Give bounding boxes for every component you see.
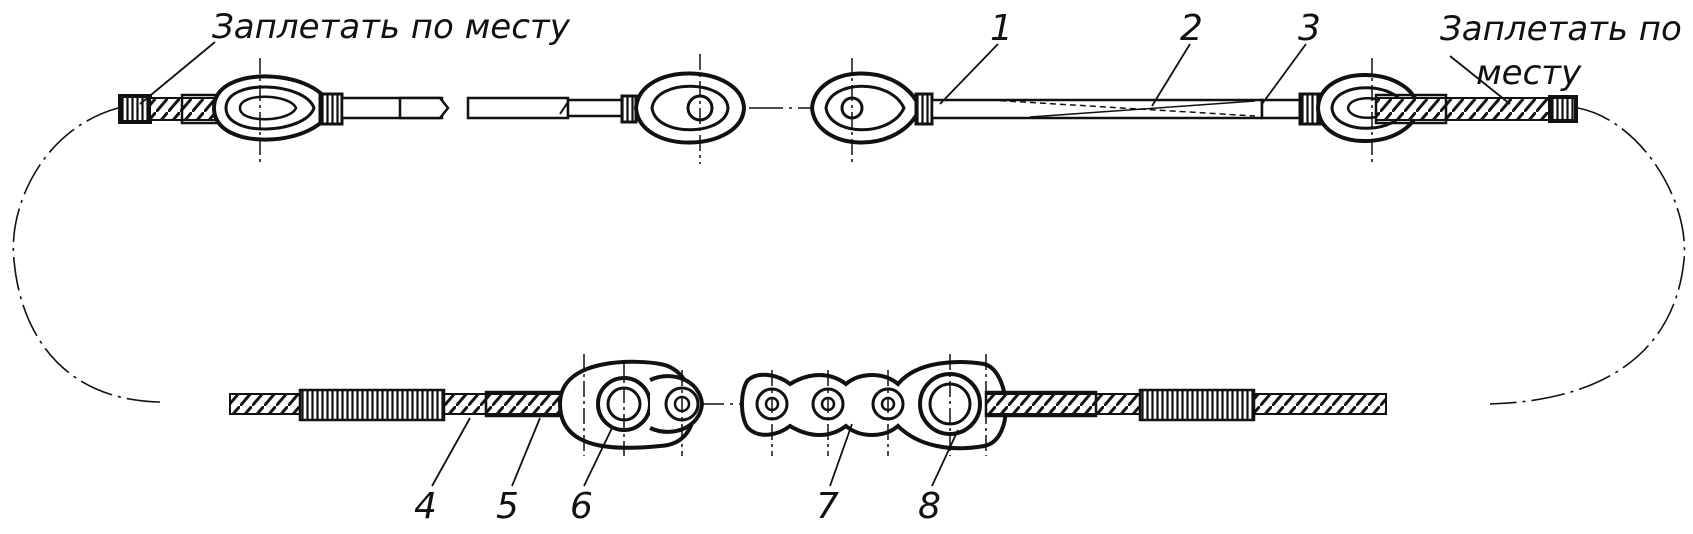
ferrule-top-left-2	[620, 94, 638, 124]
chain-link-bottom-right	[740, 360, 1008, 451]
wrap-bottom-left	[298, 388, 446, 422]
leader-caption-right	[1449, 55, 1511, 105]
part-number-4: 4	[414, 486, 437, 527]
leader-2	[1151, 43, 1191, 107]
ferrule-top-right	[914, 92, 934, 126]
caption-left: Заплетать по месту	[212, 7, 571, 47]
part-number-1: 1	[990, 8, 1013, 49]
part-number-2: 2	[1180, 8, 1203, 49]
part-number-8: 8	[918, 486, 941, 527]
leader-6	[583, 427, 613, 487]
thimble-eye-top-left	[211, 74, 333, 142]
turnbuckle-neck-top-right	[1260, 98, 1304, 120]
turnbuckle-neck-top-left	[566, 98, 626, 118]
leader-7	[829, 423, 853, 487]
wrap-bottom-right	[1138, 388, 1256, 422]
turnbuckle-end-top-left	[398, 96, 450, 120]
top-right-assembly	[809, 71, 1578, 145]
caption-right-line2: месту	[1476, 53, 1582, 93]
bottom-right-assembly	[740, 360, 1387, 451]
cable-loop	[12, 107, 1686, 405]
leader-8	[931, 429, 959, 487]
twisted-cable-top-right	[1375, 97, 1553, 121]
ferrule-top-left	[318, 92, 344, 126]
splice-sleeve-top-right	[1374, 93, 1448, 125]
bottom-left-assembly	[229, 359, 705, 450]
splice-end-right	[1548, 95, 1578, 123]
chain-link-bottom-left	[557, 359, 705, 450]
turnbuckle-body-top-right	[930, 98, 1264, 120]
part-number-5: 5	[496, 486, 519, 527]
turnbuckle-sleeve-top-left	[466, 96, 570, 120]
part-number-6: 6	[570, 486, 593, 527]
leader-1	[939, 43, 999, 105]
cable-loop-left	[12, 107, 161, 403]
leader-4	[431, 417, 471, 487]
leader-3	[1261, 43, 1307, 105]
leader-5	[511, 417, 541, 487]
caption-right-line1: Заплетать по	[1440, 9, 1682, 49]
thimble-eye-top-center-right	[809, 71, 923, 145]
center-marks	[259, 54, 1373, 456]
part-number-7: 7	[816, 486, 839, 527]
part-number-3: 3	[1298, 8, 1321, 49]
top-left-assembly	[118, 71, 747, 145]
part-number-labels: 1 2 3 4 5 6 7 8	[414, 8, 1321, 527]
leader-caption-left	[139, 41, 216, 105]
captions: Заплетать по месту Заплетать по месту	[212, 7, 1682, 93]
leader-lines	[139, 41, 1511, 487]
cable-loop-right	[1489, 107, 1686, 405]
thimble-eye-top-center-left	[633, 71, 747, 145]
